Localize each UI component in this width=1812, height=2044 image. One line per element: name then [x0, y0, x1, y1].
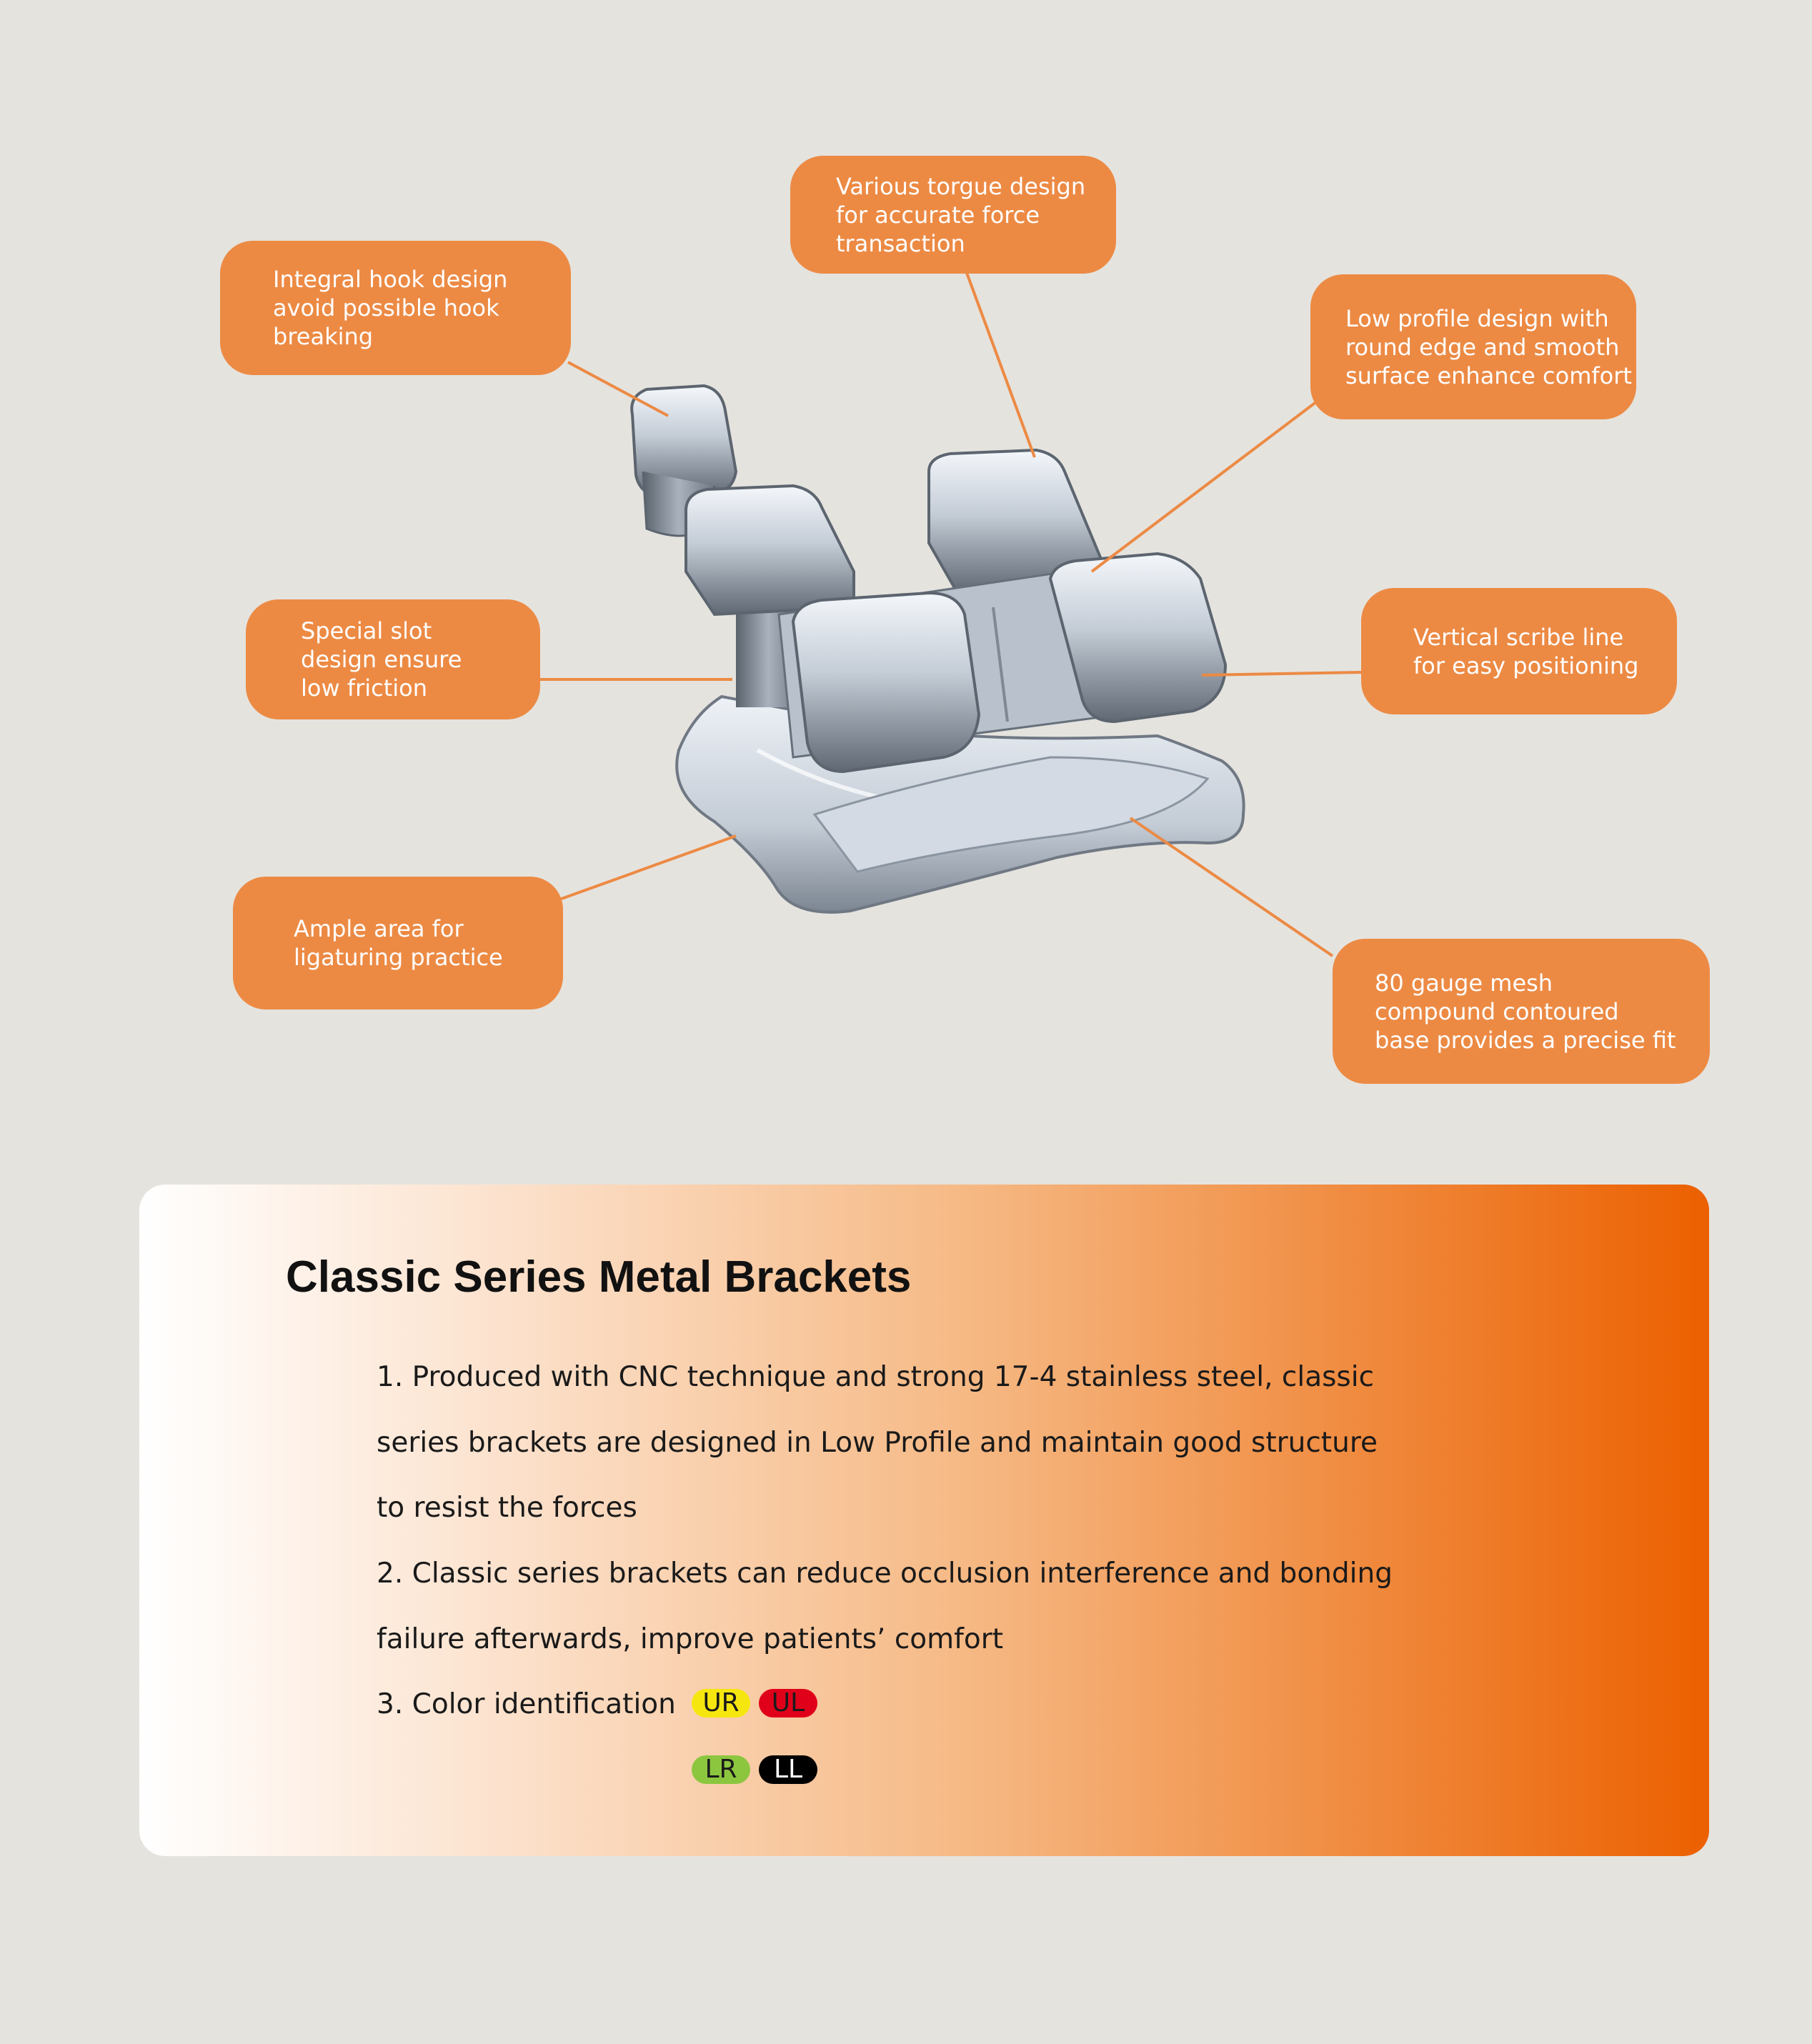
badge-ul: UL	[759, 1689, 817, 1718]
panel-text-line-5: failure afterwards, improve patients’ co…	[377, 1623, 1004, 1655]
leader-hook	[567, 361, 669, 417]
panel-title: Classic Series Metal Brackets	[286, 1252, 912, 1302]
callout-torque-design: Various torgue design for accurate force…	[790, 156, 1116, 274]
leader-torque	[965, 272, 1036, 458]
callout-scribe-line: Vertical scribe line for easy positionin…	[1361, 588, 1677, 714]
callout-special-slot: Special slot design ensure low friction	[246, 599, 540, 719]
leader-ligature	[559, 834, 737, 901]
panel-text-line-6: 3. Color identification	[377, 1688, 676, 1720]
callout-low-profile: Low profile design with round edge and s…	[1310, 274, 1636, 419]
color-badges-lower: LR LL	[692, 1755, 817, 1784]
badge-ur: UR	[692, 1689, 750, 1718]
badge-ll: LL	[759, 1755, 817, 1784]
callout-mesh-base: 80 gauge mesh compound contoured base pr…	[1333, 939, 1710, 1084]
callout-integral-hook: Integral hook design avoid possible hook…	[220, 241, 571, 375]
panel-text-line-2: series brackets are designed in Low Prof…	[377, 1427, 1378, 1459]
panel-text-line-3: to resist the forces	[377, 1492, 637, 1524]
leader-mesh	[1129, 817, 1334, 957]
info-panel	[139, 1185, 1709, 1856]
callout-ample-area: Ample area for ligaturing practice	[233, 877, 563, 1009]
leader-profile	[1090, 400, 1318, 573]
panel-text-line-4: 2. Classic series brackets can reduce oc…	[377, 1557, 1393, 1590]
color-badges-upper: UR UL	[692, 1689, 817, 1718]
badge-lr: LR	[692, 1755, 750, 1784]
panel-text-line-1: 1. Produced with CNC technique and stron…	[377, 1361, 1375, 1393]
leader-scribe	[1201, 671, 1362, 677]
